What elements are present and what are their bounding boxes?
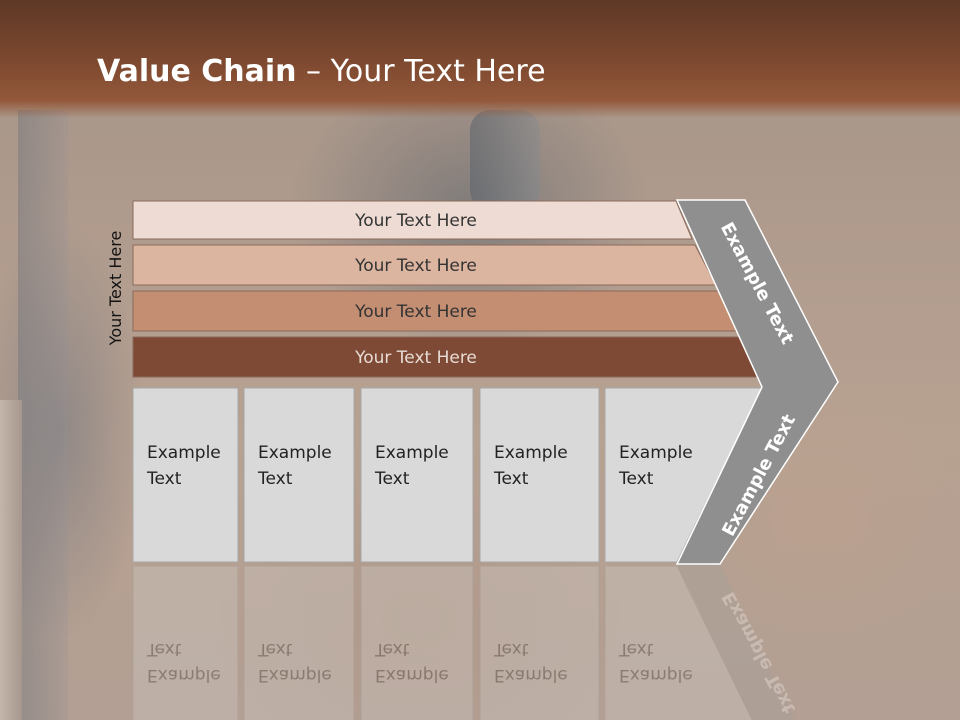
reflection-box — [243, 565, 355, 720]
background-post — [18, 110, 68, 720]
reflection-box-line1: Example — [258, 665, 332, 685]
background-rock — [0, 400, 22, 720]
reflection-box-line1: Example — [375, 665, 449, 685]
activity-bar-label: Your Text Here — [354, 348, 477, 368]
activity-bar-label: Your Text Here — [354, 256, 477, 276]
support-box-line2: Text — [257, 469, 293, 489]
support-box-line1: Example — [147, 443, 221, 463]
support-box-line1: Example — [375, 443, 449, 463]
support-box — [243, 387, 355, 563]
reflection-box-line2: Text — [257, 639, 293, 659]
title-bar — [0, 0, 960, 118]
support-box-line2: Text — [618, 469, 654, 489]
reflection-box — [604, 565, 753, 720]
activity-bar-label: Your Text Here — [354, 211, 477, 231]
reflection-boxes — [132, 565, 753, 720]
support-box-line2: Text — [493, 469, 529, 489]
support-box-line1: Example — [494, 443, 568, 463]
support-box-line2: Text — [146, 469, 182, 489]
reflection-box — [360, 565, 474, 720]
reflection-box-line1: Example — [494, 665, 568, 685]
support-box — [479, 387, 600, 563]
background-arm — [470, 110, 540, 210]
side-label: Your Text Here — [106, 231, 125, 347]
support-box-line1: Example — [258, 443, 332, 463]
support-box — [360, 387, 474, 563]
support-box-line2: Text — [374, 469, 410, 489]
reflection-box-line2: Text — [493, 639, 529, 659]
activity-bar-label: Your Text Here — [354, 302, 477, 322]
reflection-box-line2: Text — [618, 639, 654, 659]
reflection-box-line2: Text — [374, 639, 410, 659]
slide-title: Value Chain – Your Text Here — [97, 54, 546, 89]
reflection-box — [479, 565, 600, 720]
title-rest: – Your Text Here — [296, 54, 546, 89]
reflection-box-line1: Example — [147, 665, 221, 685]
reflection-box-line1: Example — [619, 665, 693, 685]
title-bold: Value Chain — [97, 54, 297, 89]
chevron-arrow — [675, 199, 839, 565]
activity-bar — [132, 200, 693, 240]
reflection-lower-chevron — [677, 564, 795, 720]
reflection-box — [132, 565, 239, 720]
reflection-box-line2: Text — [146, 639, 182, 659]
support-box — [132, 387, 239, 563]
support-box — [604, 387, 763, 563]
support-box-line1: Example — [619, 443, 693, 463]
